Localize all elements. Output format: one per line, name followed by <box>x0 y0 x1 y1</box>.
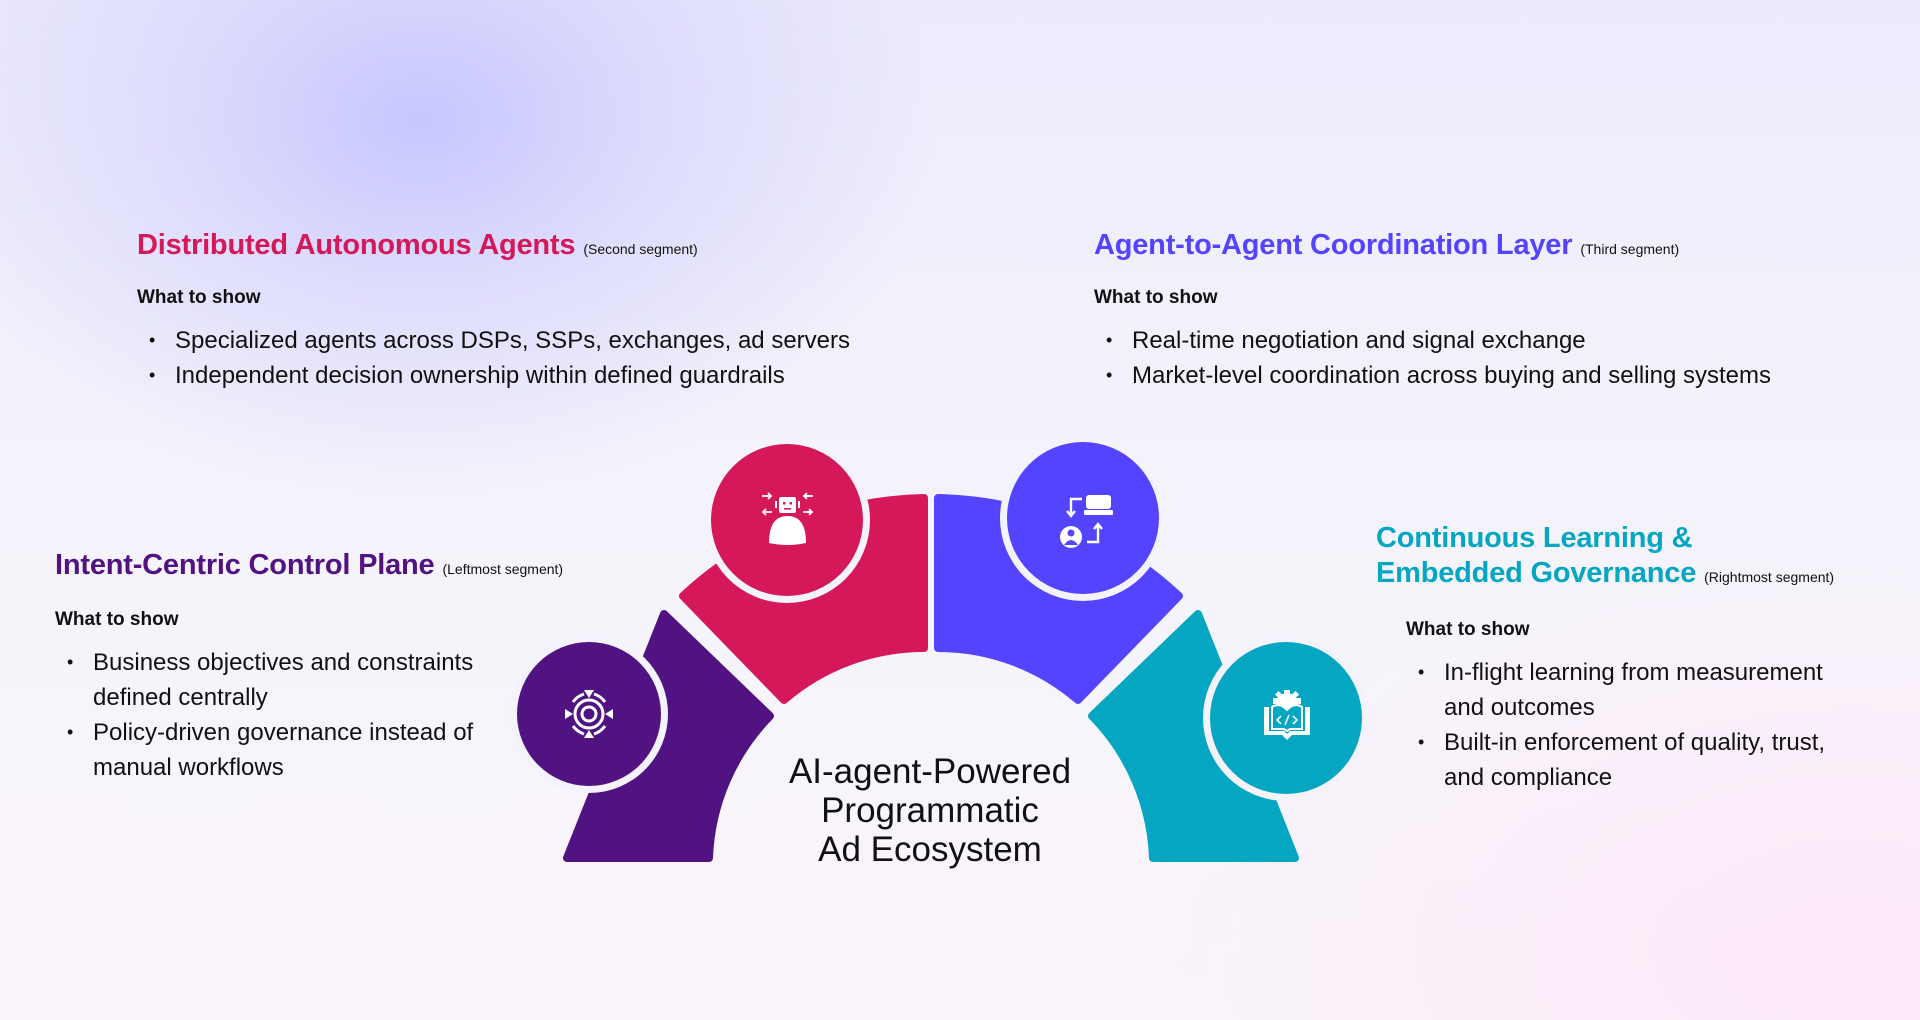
segment-note: (Third segment) <box>1580 241 1680 257</box>
bullet-item: Policy-driven governance instead of manu… <box>55 715 475 785</box>
user-exchange-icon <box>1060 495 1113 548</box>
heading-text: Intent-Centric Control Plane <box>55 549 435 581</box>
segment-rightmost-text: Continuous Learning & Embedded Governanc… <box>1376 521 1916 795</box>
segment-leftmost-text: Intent-Centric Control Plane (Leftmost se… <box>55 548 615 785</box>
bullet-item: Real-time negotiation and signal exchang… <box>1094 323 1894 358</box>
bullet-list: In-flight learning from measurement and … <box>1406 655 1826 795</box>
what-to-show-label: What to show <box>1094 287 1218 308</box>
segment-third-heading: Agent-to-Agent Coordination Layer (Third … <box>1094 228 1894 267</box>
segment-note: (Second segment) <box>583 241 698 257</box>
segment-note: (Rightmost segment) <box>1704 569 1835 585</box>
code-book-gear-icon <box>1264 690 1310 740</box>
heading-line: Continuous Learning & <box>1376 522 1693 554</box>
segment-third-text: Agent-to-Agent Coordination Layer (Third … <box>1094 228 1894 393</box>
segment-leftmost-wedge[interactable] <box>563 610 774 862</box>
what-to-show-label: What to show <box>55 609 179 630</box>
badge-rightmost[interactable] <box>1203 635 1369 801</box>
segment-leftmost-heading: Intent-Centric Control Plane (Leftmost se… <box>55 548 615 587</box>
bullet-item: Market-level coordination across buying … <box>1094 358 1894 393</box>
segment-second-heading: Distributed Autonomous Agents (Second seg… <box>137 228 917 267</box>
bullet-item: In-flight learning from measurement and … <box>1406 655 1826 725</box>
arrowheads <box>565 690 613 738</box>
center-title-line: Programmatic <box>821 791 1039 830</box>
segment-second-text: Distributed Autonomous Agents (Second seg… <box>137 228 917 393</box>
segment-rightmost-wedge[interactable] <box>1088 610 1299 862</box>
bullet-list: Business objectives and constraints defi… <box>55 645 475 785</box>
bullet-list: Specialized agents across DSPs, SSPs, ex… <box>137 323 917 393</box>
bullet-item: Business objectives and constraints defi… <box>55 645 475 715</box>
center-title-line: Ad Ecosystem <box>818 830 1042 869</box>
badge-second[interactable] <box>704 437 870 603</box>
robot-agent-icon <box>761 492 814 545</box>
what-to-show-label: What to show <box>137 287 261 308</box>
segment-rightmost-heading: Continuous Learning & Embedded Governanc… <box>1376 521 1916 595</box>
center-title-line: AI-agent-Powered <box>788 752 1072 791</box>
heading-text: Agent-to-Agent Coordination Layer <box>1094 229 1573 261</box>
bullet-item: Independent decision ownership within de… <box>137 358 917 393</box>
badge-third[interactable] <box>1000 435 1166 601</box>
target-arrows-icon <box>571 692 607 736</box>
center-title: AI-agent-Powered Programmatic Ad Ecosyst… <box>745 752 1115 869</box>
bullet-list: Real-time negotiation and signal exchang… <box>1094 323 1894 393</box>
heading-text: Distributed Autonomous Agents <box>137 229 576 261</box>
badge-leftmost[interactable] <box>510 635 668 793</box>
what-to-show-label: What to show <box>1406 619 1530 640</box>
segment-note: (Leftmost segment) <box>442 561 564 577</box>
bullet-item: Specialized agents across DSPs, SSPs, ex… <box>137 323 917 358</box>
bullet-item: Built-in enforcement of quality, trust, … <box>1406 725 1826 795</box>
heading-line: Embedded Governance <box>1376 557 1697 589</box>
